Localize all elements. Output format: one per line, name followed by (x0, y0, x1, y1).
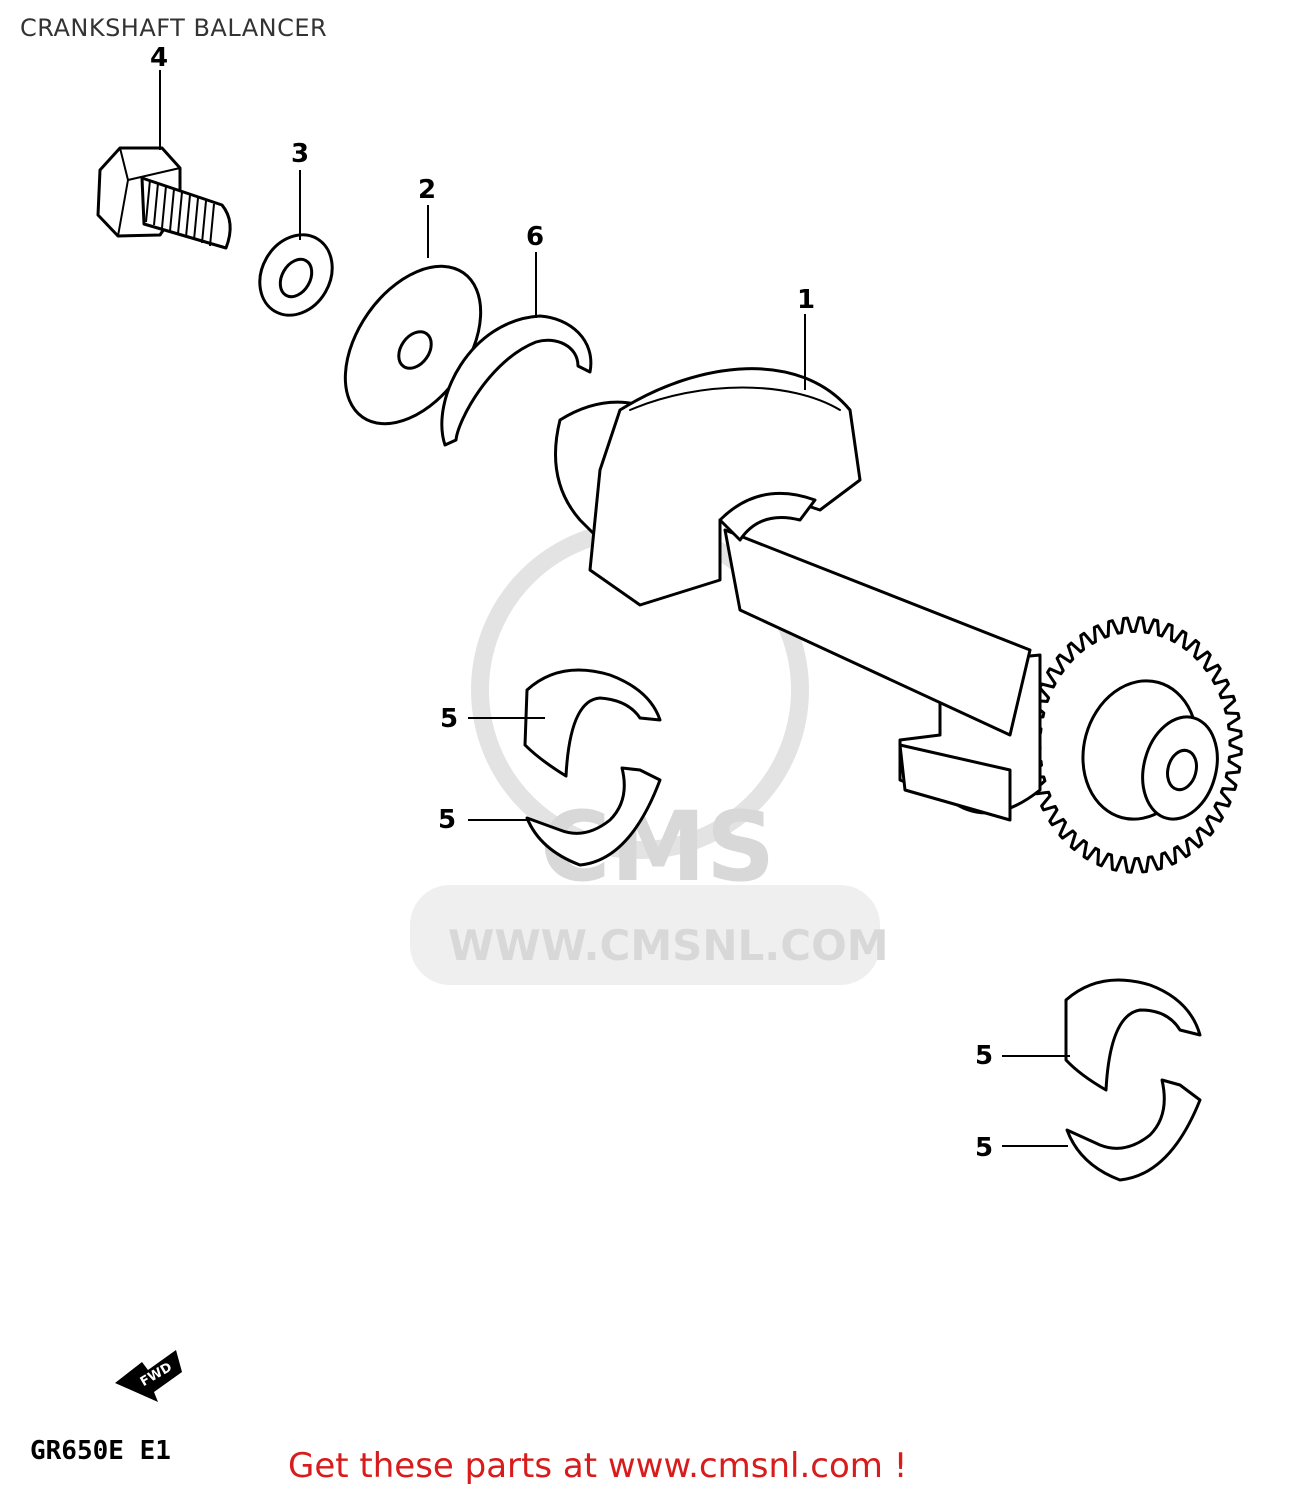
leader-lines (159, 70, 1070, 1147)
part-lock-washer (258, 233, 334, 317)
promo-link[interactable]: Get these parts at www.cmsnl.com ! (288, 1446, 908, 1486)
watermark-url: WWW.CMSNL.COM (448, 921, 889, 970)
callout-4: 4 (150, 43, 168, 73)
part-bearing-shells (523, 668, 1202, 1182)
cms-watermark: CMS WWW.CMSNL.COM (410, 521, 889, 985)
model-code: GR650E E1 (30, 1436, 171, 1466)
fwd-arrow-icon: FWD (115, 1350, 182, 1402)
callout-5c: 5 (975, 1041, 993, 1071)
part-shim (440, 314, 593, 447)
page-title: CRANKSHAFT BALANCER (20, 14, 328, 42)
callout-1: 1 (797, 285, 815, 315)
callout-5b: 5 (438, 805, 456, 835)
callout-5a: 5 (440, 704, 458, 734)
callout-6: 6 (526, 222, 544, 252)
part-bolt (96, 146, 232, 250)
part-balancer-shaft (554, 367, 1243, 874)
balancer-gear (1027, 616, 1243, 874)
callout-2: 2 (418, 175, 436, 205)
callout-5d: 5 (975, 1133, 993, 1163)
callouts: 4 3 2 6 1 5 5 5 5 (150, 43, 993, 1163)
callout-3: 3 (291, 139, 309, 169)
